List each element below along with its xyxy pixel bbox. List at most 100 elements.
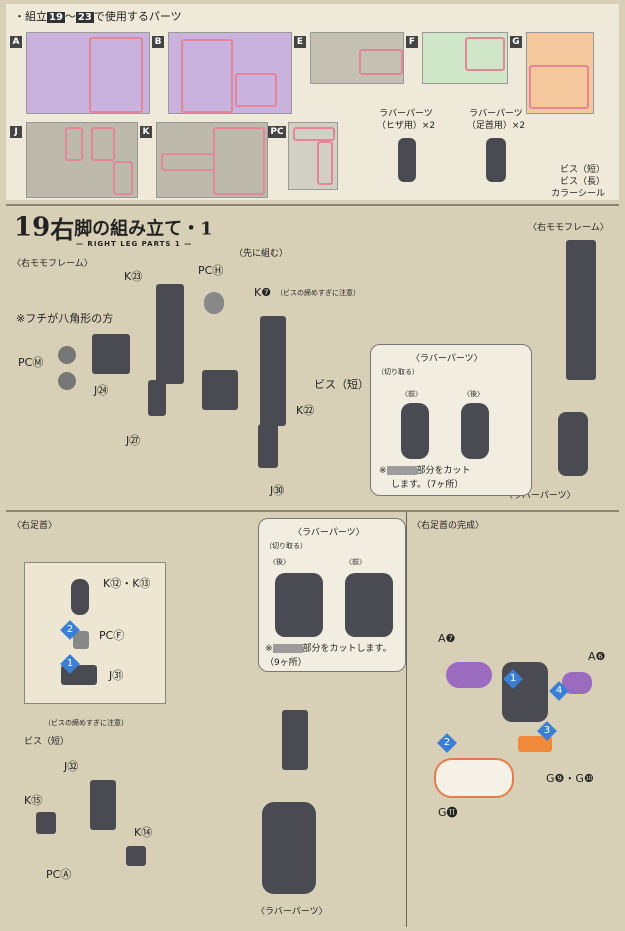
note-body: 部分をカット (416, 466, 471, 476)
part-j27 (148, 380, 166, 416)
sprue-j-highlight-3 (113, 161, 133, 195)
rubber-box-19: 〈ラバーパーツ〉 （切り取る） 〈前〉 〈後〉 ※部分をカット します。（7ヶ所… (370, 344, 532, 496)
extra-color-sticker: カラーシール (551, 189, 605, 199)
part-pcf (73, 631, 89, 649)
step-1-marker: 1 (60, 654, 80, 674)
step-title-b: 脚の組み立て・1 (74, 218, 213, 240)
rubber-ankle-title: ラバーパーツ (469, 109, 523, 119)
boot-rubber (262, 802, 316, 894)
rubber-note-19: ※ 部分をカット (379, 463, 471, 476)
step-2-marker: 2 (60, 620, 80, 640)
label-j27: J㉗ (126, 434, 141, 447)
part-g11 (434, 758, 514, 798)
header-tilde: 〜 (64, 10, 76, 23)
foot-screw-label: ビス（短） (24, 737, 70, 747)
cut-area-swatch (386, 466, 417, 475)
sprue-pc-highlight-2 (317, 141, 333, 185)
extras-list: ビス（短） ビス（長） カラーシール (551, 164, 605, 200)
part-j32 (90, 780, 116, 830)
rubber-box-foot: 〈ラバーパーツ〉 （切り取る） 〈後〉 〈前〉 ※部分をカットします。 （9ヶ所… (258, 518, 406, 672)
label-k14: K⑭ (134, 826, 153, 839)
sprue-label-b: B (152, 36, 164, 48)
foot-note-mark: ※ (265, 644, 273, 654)
sprue-b-highlight-1 (181, 39, 233, 113)
note-mark: ※ (379, 466, 387, 476)
sprue-a-highlight (89, 37, 143, 113)
sprue-k-highlight-1 (161, 153, 215, 171)
finish-step-1: 1 (503, 669, 523, 689)
label-pcm: PCⓂ (18, 356, 44, 369)
sprue-j-highlight-2 (91, 127, 115, 161)
part-k22 (260, 316, 286, 426)
sprue-label-f: F (406, 36, 418, 48)
sprue-a (26, 32, 150, 114)
header-suffix: で使用するパーツ (93, 10, 182, 23)
left-caption: 〈右モモフレーム〉 (12, 259, 93, 269)
step-number: 19 (14, 212, 51, 243)
foot-cut-tool: （切り取る） (265, 542, 307, 550)
rubber-knee-title: ラバーパーツ (379, 109, 433, 119)
part-j24 (92, 334, 130, 374)
extra-screw-long: ビス（長） (559, 177, 605, 187)
sprue-g (526, 32, 594, 114)
label-k23: K㉓ (124, 270, 143, 283)
label-k15: K⑮ (24, 794, 43, 807)
sprue-label-k: K (140, 126, 152, 138)
step-title-a: 右 (50, 215, 75, 244)
label-pca: PCⒶ (46, 868, 72, 881)
octagon-note: ※フチが八角形の方 (16, 312, 114, 325)
sprue-label-pc: PC (268, 126, 286, 138)
foot-rubber-back (275, 573, 323, 637)
rubber-back (461, 403, 489, 459)
foot-rubber-box-title: 〈ラバーパーツ〉 (293, 528, 365, 538)
sprue-label-j: J (10, 126, 22, 138)
assembled-thigh-frame (566, 240, 596, 380)
part-a6 (562, 672, 592, 694)
foot-note-body: 部分をカットします。 (302, 644, 392, 654)
foot-note-count: （9ヶ所） (265, 658, 307, 668)
foot-front-label: 〈前〉 (345, 558, 366, 566)
label-pcf: PCⒻ (99, 629, 125, 642)
foot-right-caption: 〈右足首の完成〉 (412, 521, 485, 531)
sprue-label-g: G (510, 36, 522, 48)
part-j30 (258, 424, 278, 468)
label-screw-short: ビス（短） (314, 378, 369, 391)
sprue-j (26, 122, 138, 198)
finish-step-3: 3 (537, 721, 557, 741)
part-pcm-1 (58, 346, 76, 364)
section-divider (406, 512, 407, 927)
section-19-title: 19右脚の組み立て・1 (14, 210, 213, 245)
finish-step-4: 4 (549, 681, 569, 701)
label-a6: A❻ (588, 650, 606, 663)
part-k27-bracket (202, 370, 238, 410)
part-pcm-2 (58, 372, 76, 390)
rubber-on-frame (558, 412, 588, 476)
screw-note: （ビスの締めすぎに注意） (276, 289, 360, 297)
cut-tool: （切り取る） (377, 368, 419, 376)
tip-note: （先に組む） (234, 249, 289, 259)
rubber-ankle-sub: （足首用）×2 (466, 121, 526, 131)
sprue-k-highlight-2 (213, 127, 265, 195)
part-k23 (156, 284, 184, 384)
sprue-f (422, 32, 508, 84)
part-pch (204, 292, 224, 314)
foot-screw-note: （ビスの締めすぎに注意） (44, 719, 128, 727)
note-count: します。（7ヶ所） (391, 480, 464, 490)
part-k15 (36, 812, 56, 834)
label-g9-g10: G❾・G❿ (546, 772, 594, 785)
label-j31: J㉛ (109, 669, 124, 682)
rubber-knee-part (398, 138, 416, 182)
sprue-label-a: A (10, 36, 22, 48)
header-from: 19 (47, 12, 65, 23)
rubber-box-title: 〈ラバーパーツ〉 (411, 354, 483, 364)
sprue-b (168, 32, 292, 114)
label-j24: J㉔ (94, 384, 109, 397)
rubber-label-foot: 〈ラバーパーツ〉 (256, 907, 328, 917)
sprue-pc (288, 122, 338, 190)
assembled-ankle (282, 710, 308, 770)
ankle-assembly-box: 2 1 K⑫・K⑬ PCⒻ J㉛ (24, 562, 166, 704)
sprue-e (310, 32, 404, 84)
finish-step-2: 2 (437, 733, 457, 753)
part-a7 (446, 662, 492, 688)
